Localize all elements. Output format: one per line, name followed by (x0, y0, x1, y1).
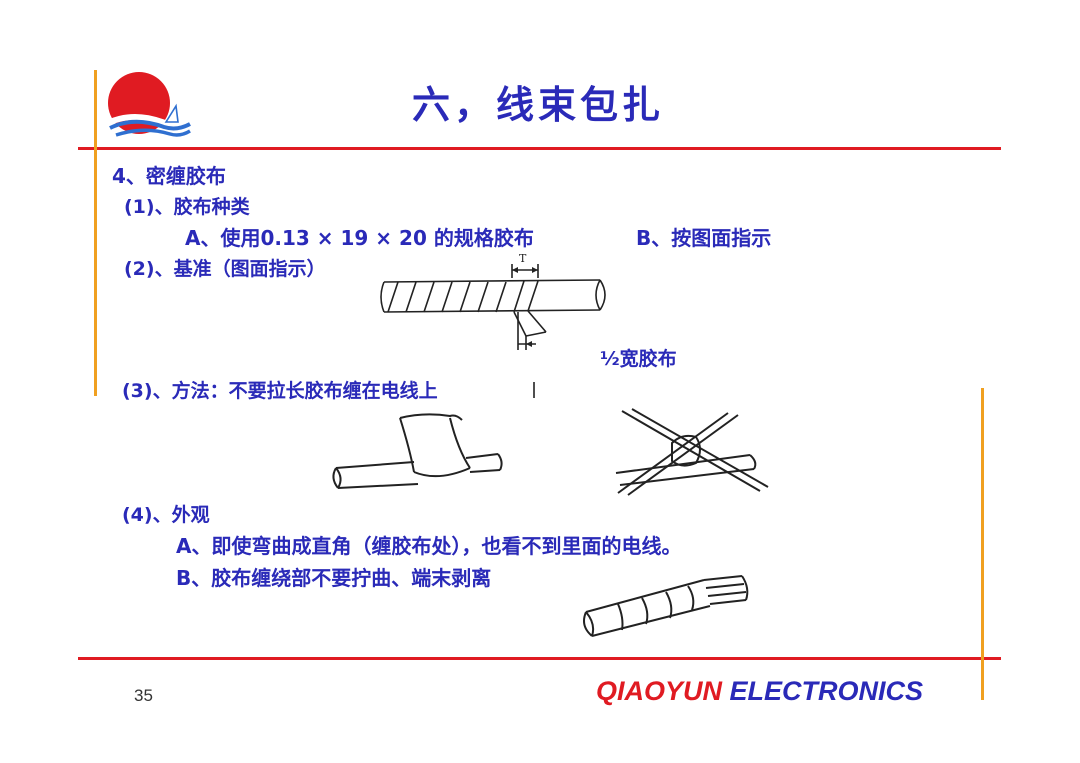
s3-label: (3)、方法：不要拉长胶布缠在电线上 (122, 380, 438, 402)
sun-over-waves-logo (108, 72, 191, 137)
s4-item-b: B、胶布缠绕部不要拧曲、端末剥离 (176, 566, 492, 590)
section-heading: 4、密缠胶布 (112, 164, 226, 188)
top-red-rule (78, 147, 1001, 150)
s1-item-a: A、使用0.13 × 19 × 20 的规格胶布 (185, 226, 534, 250)
bottom-red-rule (78, 657, 1001, 660)
tape-wrapped-end-diagram (583, 575, 749, 637)
brand-part-qiaoyun: QIAOYUN (596, 676, 723, 706)
fig-label-t: T (519, 252, 527, 265)
tape-crossed-wire-diagram (615, 408, 769, 496)
s1-item-b: B、按图面指示 (636, 226, 772, 250)
s4-item-a: A、即使弯曲成直角（缠胶布处），也看不到里面的电线。 (176, 534, 682, 558)
page-number: 35 (134, 686, 153, 705)
s4-label: (4)、外观 (122, 504, 210, 526)
left-orange-bar (94, 70, 97, 396)
brand-footer: QIAOYUN ELECTRONICS (596, 676, 923, 707)
right-orange-bar (981, 388, 984, 700)
tape-wrap-method-diagram (332, 413, 503, 489)
s2-label: (2)、基准（图面指示） (124, 258, 326, 280)
page-title: 六，线束包扎 (412, 83, 665, 127)
fig-label-half-tape: ½宽胶布 (600, 347, 677, 370)
tape-width-diagram: T ½宽胶布 (380, 252, 677, 398)
s1-label: (1)、胶布种类 (124, 196, 250, 218)
brand-part-electronics: ELECTRONICS (729, 676, 924, 706)
